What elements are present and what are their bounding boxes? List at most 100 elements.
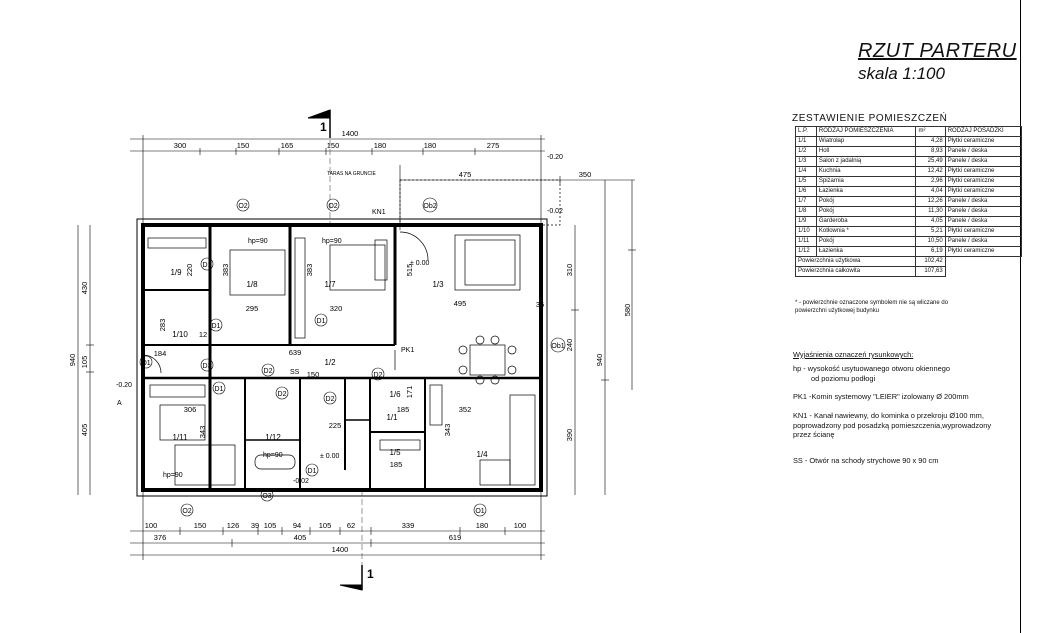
room-label-6: 1/6 <box>389 390 401 399</box>
room-area: 4,28 <box>915 136 946 147</box>
room-lp: 1/7 <box>795 196 817 207</box>
sheet-border-line <box>1020 0 1021 633</box>
room-type: Holl <box>815 146 917 157</box>
dim-inner-21: 12 <box>199 330 207 339</box>
room-floor: Panele / deska <box>944 216 1023 227</box>
dim-right-4: 390 <box>565 429 574 442</box>
room-area: 4,04 <box>915 186 946 197</box>
total-label: Powierzchnia użytkowa <box>794 256 917 267</box>
dim-left-3: 405 <box>80 424 89 437</box>
door-tag-5: D2 <box>264 368 273 375</box>
door-tag-1: D1 <box>203 262 212 269</box>
door-tag-6: D1 <box>317 318 326 325</box>
dim-top-1: 300 <box>174 141 187 150</box>
dim-top-2: 150 <box>237 141 250 150</box>
door-tag-3: D3 <box>203 363 212 370</box>
room-label-11: 1/11 <box>173 433 189 442</box>
dim-left-total: 940 <box>68 354 77 367</box>
dim-left-2: 105 <box>80 356 89 369</box>
room-labels: 1/1 1/2 1/3 1/4 1/5 1/6 1/7 1/8 1/9 1/10… <box>170 268 488 459</box>
room-area: 4,05 <box>915 216 946 227</box>
legend-kn1-line2: poprowadzony pod posadzką pomieszczenia,… <box>793 420 992 430</box>
dim-inner-2: 383 <box>221 264 230 277</box>
window-tag-6: O1 <box>475 508 484 515</box>
door-tag-4: D1 <box>215 386 224 393</box>
dim-inner-13: 343 <box>198 426 207 439</box>
door-tag-8: D2 <box>326 396 335 403</box>
window-tag-4: O2 <box>182 508 191 515</box>
room-floor: Panele / deska <box>944 236 1023 247</box>
room-lp: 1/12 <box>795 246 817 257</box>
legend-ss: SS - Otwór na schody strychowe 90 x 90 c… <box>793 456 939 465</box>
kn1-label: KN1 <box>372 209 386 216</box>
dim-inner-10: 639 <box>289 348 302 357</box>
room-table-title: ZESTAWIENIE POMIESZCZEŃ <box>792 113 948 124</box>
dim-bottom-mid-3: 619 <box>449 533 462 542</box>
room-schedule-table: L.P. RODZAJ POMIESZCZENIA m² RODZAJ POSA… <box>794 126 1023 277</box>
dim-top-5: 180 <box>374 141 387 150</box>
dim-inner-16: 185 <box>397 405 410 414</box>
legend-kn1-line1: KN1 - Kanał nawiewny, do kominka o przek… <box>793 411 984 420</box>
room-type: Garderoba <box>815 216 917 227</box>
dim-top-4: 150 <box>327 141 340 150</box>
floor-plan: 1400 300 150 165 150 180 180 275 475 350… <box>68 109 636 591</box>
room-label-5: 1/5 <box>389 448 401 457</box>
window-tag-2: O2 <box>328 203 337 210</box>
door-tag-10: D1 <box>308 468 317 475</box>
dim-bottom-1: 100 <box>145 521 158 530</box>
room-floor: Płytki ceramiczne <box>944 136 1023 147</box>
room-area: 2,96 <box>915 176 946 187</box>
dim-right-3: 240 <box>565 339 574 352</box>
room-type: Spiżarnia <box>815 176 917 187</box>
room-floor: Płytki ceramiczne <box>944 226 1023 237</box>
room-label-7: 1/7 <box>324 280 336 289</box>
walls <box>136 218 548 497</box>
furniture <box>142 179 561 486</box>
legend-hp: hp - wysokość usytuowanego otworu okienn… <box>793 364 950 383</box>
dim-inner-3: 383 <box>305 264 314 277</box>
room-lp: 1/9 <box>795 216 817 227</box>
room-lp: 1/2 <box>795 146 817 157</box>
room-floor: Panele / deska <box>944 196 1023 207</box>
dim-terrace-2: 350 <box>579 170 592 179</box>
room-floor: Panele / deska <box>944 156 1023 167</box>
legend-hp-line1: hp - wysokość usytuowanego otworu okienn… <box>793 364 950 373</box>
dim-inner-15: 225 <box>329 421 342 430</box>
drawing-title: RZUT PARTERU <box>858 40 1017 62</box>
dim-bottom-11: 100 <box>514 521 527 530</box>
room-lp: 1/5 <box>795 176 817 187</box>
dim-inner-6: 283 <box>158 319 167 332</box>
opening-tags: O2 O2 Ob2 O2 O3 O1 Ob1 O1 D1 D1 D3 D1 D2 <box>139 197 566 517</box>
level-5: -0.02 <box>293 478 309 485</box>
total-value: 102,42 <box>915 256 946 267</box>
dim-inner-9: 184 <box>154 349 167 358</box>
dim-inner-18: 171 <box>405 386 414 399</box>
header-floor-type: RODZAJ POSADZKI <box>944 126 1023 137</box>
dim-inner-4: 295 <box>246 304 259 313</box>
window-tag-5: O3 <box>262 493 271 500</box>
room-type: Kuchnia <box>815 166 917 177</box>
header-room-type: RODZAJ POMIESZCZENIA <box>815 126 917 137</box>
room-area: 10,50 <box>915 236 946 247</box>
room-lp: 1/8 <box>795 206 817 217</box>
dim-right-2: 580 <box>623 304 632 317</box>
window-tag-1: O2 <box>238 203 247 210</box>
level-4: ± 0.00 <box>320 453 340 460</box>
room-label-12: 1/12 <box>265 433 281 442</box>
legend-kn1: KN1 - Kanał nawiewny, do kominka o przek… <box>793 411 991 440</box>
table-footnote: * - powierzchnie oznaczone symbolem nie … <box>795 300 949 314</box>
dim-right-total: 940 <box>595 354 604 367</box>
door-tag-9: D2 <box>278 391 287 398</box>
level-6: -0.20 <box>116 382 132 389</box>
dim-inner-20: 35 <box>536 300 544 309</box>
door-tag-2: D1 <box>212 323 221 330</box>
section-mark-bottom: 1 <box>367 567 374 581</box>
room-type: Kotłownia * <box>815 226 917 237</box>
